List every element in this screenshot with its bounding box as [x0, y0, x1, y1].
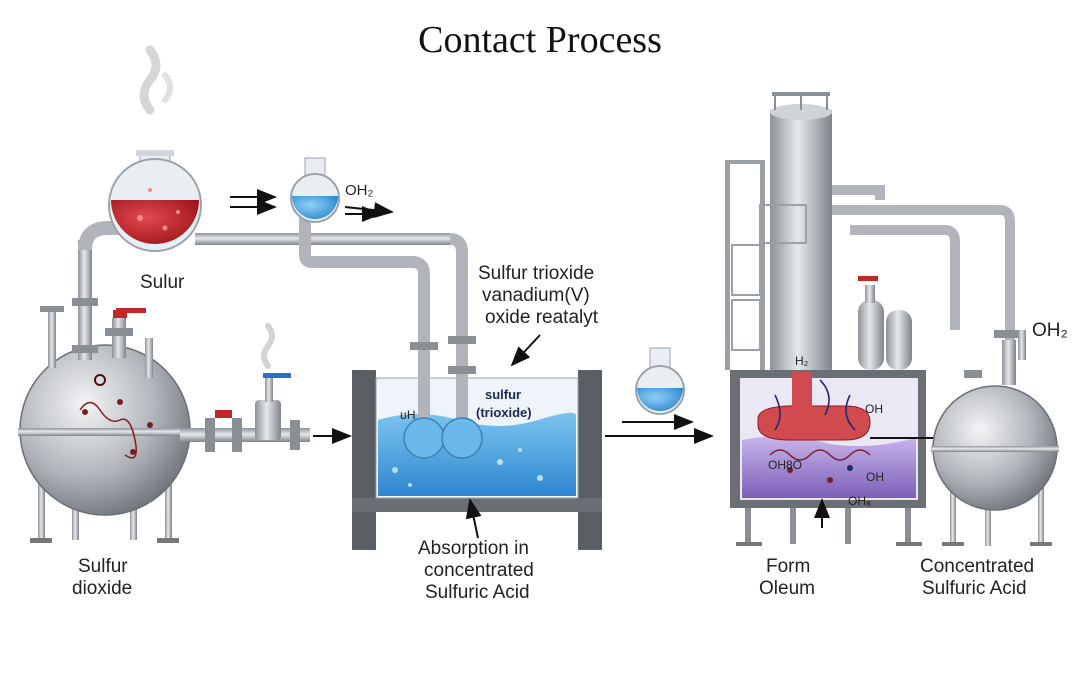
- sulfur-flask-label: Sulur: [140, 272, 185, 293]
- oleum-ohso-label: OH8O: [768, 458, 803, 472]
- tank-sulfur-label: sulfur: [485, 387, 522, 402]
- form-oleum-label-line1: Form: [766, 556, 811, 577]
- tank-oh-label: ʊH: [400, 408, 416, 422]
- blue-flask-middle: [635, 347, 685, 415]
- sulfur-dioxide-tank: [18, 306, 310, 543]
- flow-arrows-middle: [313, 334, 714, 539]
- catalyst-label-line3: oxide reatalyt: [485, 307, 599, 328]
- absorption-label-line1: Absorption in: [418, 538, 529, 559]
- catalyst-label-line1: Sulfur trioxide: [478, 263, 595, 284]
- blue-flask-top: [290, 157, 340, 223]
- sulfur-dioxide-label-line2: dioxide: [72, 578, 133, 599]
- oh2-top-label: OH₂: [345, 182, 374, 199]
- absorption-label-line3: Sulfuric Acid: [425, 582, 530, 603]
- absorption-tank: [352, 336, 602, 550]
- concentrated-acid-label-line1: Concentrated: [920, 556, 1035, 577]
- catalyst-label-line2: vanadium(V): [482, 285, 590, 306]
- oleum-h2-label: H₂: [795, 354, 809, 368]
- flow-arrows-top: [230, 189, 394, 222]
- oleum-oh-lower-label: OH: [866, 470, 884, 484]
- sulfur-flask: [108, 45, 202, 252]
- tank-trioxide-label: (trioxide): [476, 405, 532, 420]
- page-title: Contact Process: [418, 19, 662, 61]
- flask-transfer-pipe: [195, 205, 468, 355]
- oleum-oh-right-label: OH: [865, 402, 883, 416]
- oh2-right-label: OH₂: [1032, 320, 1068, 341]
- concentrated-acid-label-line2: Sulfuric Acid: [922, 578, 1027, 599]
- form-oleum-label-line2: Oleum: [759, 578, 815, 599]
- sulfur-feed-pipe: [72, 221, 125, 360]
- oleum-oh-bottom-label: OH₈: [848, 494, 871, 508]
- sulfur-dioxide-label-line1: Sulfur: [78, 556, 128, 577]
- concentrated-acid-tank: [931, 330, 1059, 546]
- absorption-label-line2: concentrated: [424, 560, 534, 581]
